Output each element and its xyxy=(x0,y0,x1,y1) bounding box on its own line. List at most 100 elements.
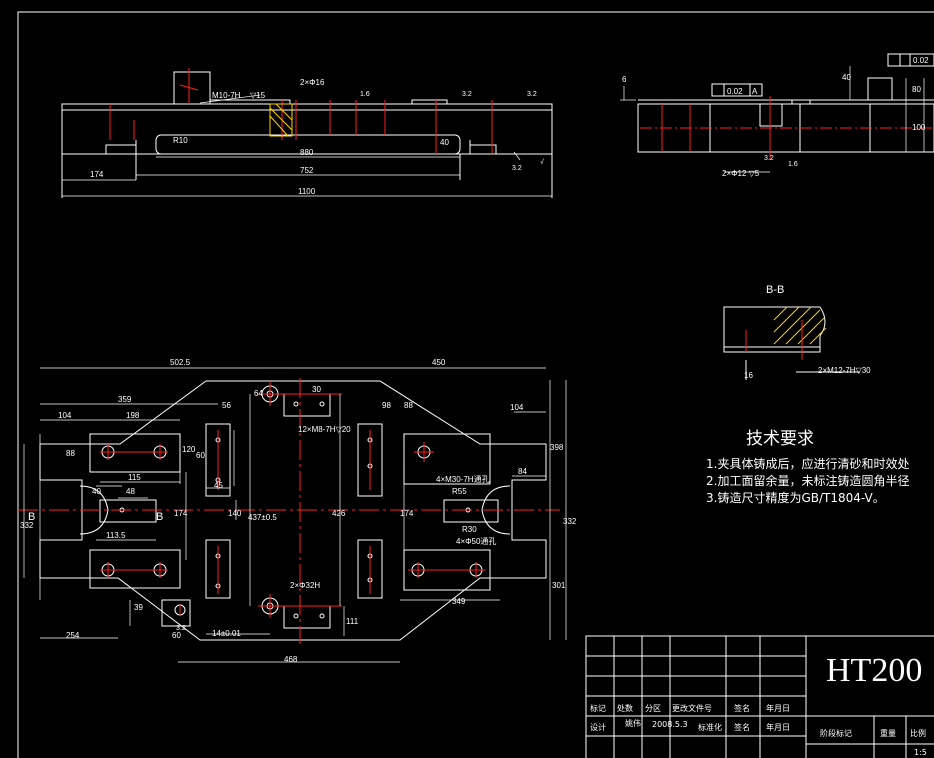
tech-requirement-2: 2.加工面留余量，未标注铸造圆角半径 xyxy=(706,474,910,488)
section-mark-b-right: B xyxy=(156,511,163,523)
dim-1100: 1100 xyxy=(298,187,316,196)
flatness-frame xyxy=(711,83,763,97)
tb-date-1: 年月日 xyxy=(766,704,790,713)
dim-113: 113.5 xyxy=(106,531,126,540)
flatness-value: 0.02 xyxy=(727,87,743,96)
label-r30: R30 xyxy=(462,525,477,534)
front-view-slot xyxy=(155,134,461,155)
dim-88: 88 xyxy=(66,449,75,458)
pad-top-left xyxy=(89,433,181,473)
dim-39: 39 xyxy=(134,603,143,612)
dim-502: 502.5 xyxy=(170,358,191,367)
title-block-grid xyxy=(585,635,934,758)
dim-6: 6 xyxy=(622,75,627,84)
dim-14: 14±0.01 xyxy=(212,629,241,638)
tb-weight: 重量 xyxy=(880,729,896,738)
dim-60: 60 xyxy=(196,451,205,460)
pad-bottom-left xyxy=(89,549,181,589)
section-label: B-B xyxy=(766,284,784,296)
perp-frame xyxy=(887,53,934,67)
tb-change-doc: 更改文件号 xyxy=(672,704,712,713)
dim-m12: 2×M12-7H▽30 xyxy=(818,366,871,375)
dim-140: 140 xyxy=(228,509,242,518)
bar-bottom xyxy=(283,605,331,629)
pad-bottom-right xyxy=(403,549,491,591)
pad-top-right xyxy=(403,433,491,485)
dim-100: 100 xyxy=(912,123,926,132)
tb-standardization: 标准化 xyxy=(698,723,722,732)
tb-date-2: 年月日 xyxy=(766,723,790,732)
rough-1-6: 1.6 xyxy=(360,91,370,98)
dim-104-right: 104 xyxy=(510,403,524,412)
tb-stage-mark: 阶段标记 xyxy=(820,729,852,738)
rough-3-2-a: 3.2 xyxy=(462,91,472,98)
dim-40: 40 xyxy=(92,487,101,496)
front-view-boss xyxy=(173,71,211,105)
section-bb xyxy=(723,306,860,380)
tb-scale-label: 比例 xyxy=(910,729,926,738)
material-label: HT200 xyxy=(826,652,923,689)
label-4xphi50: 4×Φ50通孔 xyxy=(456,536,496,546)
tb-scale: 1:5 xyxy=(914,748,927,757)
rough-check: √ xyxy=(540,158,544,166)
dim-880: 880 xyxy=(300,148,314,157)
slot-left xyxy=(99,499,157,523)
rough-3-2-plan: 3.2 xyxy=(176,625,186,632)
dim-16-bb: 16 xyxy=(744,371,753,380)
dim-104-left: 104 xyxy=(58,411,72,420)
tb-design: 设计 xyxy=(590,723,606,732)
perp-value: 0.02 xyxy=(913,56,929,65)
dim-752: 752 xyxy=(300,166,314,175)
dim-40-top: 40 xyxy=(440,138,449,147)
dim-64: 64 xyxy=(254,389,263,398)
dim-120: 120 xyxy=(182,445,196,454)
tb-mark: 标记 xyxy=(590,704,606,713)
tb-design-date: 2008.5.3 xyxy=(652,720,688,729)
tb-designer: 姚伟 xyxy=(625,719,641,728)
dim-437: 437±0.5 xyxy=(248,513,277,522)
dim-174-right: 174 xyxy=(400,509,414,518)
rough-3-2-c: 3.2 xyxy=(512,165,522,172)
dim-301: 301 xyxy=(552,581,566,590)
tech-requirements-title: 技术要求 xyxy=(746,429,814,449)
tb-count: 处数 xyxy=(617,704,633,713)
dim-m10: M10-7H xyxy=(212,91,241,100)
dim-56: 56 xyxy=(222,401,231,410)
rough-3-2-side: 3.2 xyxy=(764,155,774,162)
dim-174-left: 174 xyxy=(174,509,188,518)
dim-468: 468 xyxy=(284,655,298,664)
front-view xyxy=(61,71,553,198)
tech-requirement-1: 1.夹具体铸成后，应进行清砂和时效处 xyxy=(706,457,910,471)
dim-450: 450 xyxy=(432,358,446,367)
dim-111: 111 xyxy=(346,617,359,626)
tech-requirement-3: 3.铸造尺寸精度为GB/T1804-V。 xyxy=(706,491,885,505)
dim-45: 45 xyxy=(214,481,223,490)
label-2xphi32: 2×Φ32H xyxy=(290,581,320,590)
plan-outline xyxy=(39,380,547,641)
dim-349: 349 xyxy=(452,597,466,606)
dim-254: 254 xyxy=(66,631,80,640)
dim-332-left: 332 xyxy=(20,521,34,530)
side-view-body xyxy=(637,103,934,153)
dim-bore: 2×Φ16 xyxy=(300,78,325,87)
dim-398: 398 xyxy=(550,443,564,452)
dim-426: 426 xyxy=(332,509,346,518)
dim-88-right: 88 xyxy=(404,401,413,410)
dim-332-right: 332 xyxy=(563,517,577,526)
rough-3-2-b: 3.2 xyxy=(527,91,537,98)
drawing-frame xyxy=(17,11,934,758)
dim-2phi12: 2×Φ12 ▽5 xyxy=(722,169,760,178)
dim-174: 174 xyxy=(90,170,104,179)
tb-zone: 分区 xyxy=(645,704,661,713)
dim-84: 84 xyxy=(518,467,527,476)
bar-top xyxy=(283,393,331,417)
dim-48: 48 xyxy=(126,487,135,496)
dim-80: 80 xyxy=(912,85,921,94)
label-r55: R55 xyxy=(452,487,467,496)
section-mark-b-left: B xyxy=(28,511,35,523)
side-view xyxy=(637,53,934,153)
label-4xm30: 4×M30-7H通孔 xyxy=(436,474,490,484)
dim-30: 30 xyxy=(312,385,321,394)
dim-60-bottom: 60 xyxy=(172,631,181,640)
